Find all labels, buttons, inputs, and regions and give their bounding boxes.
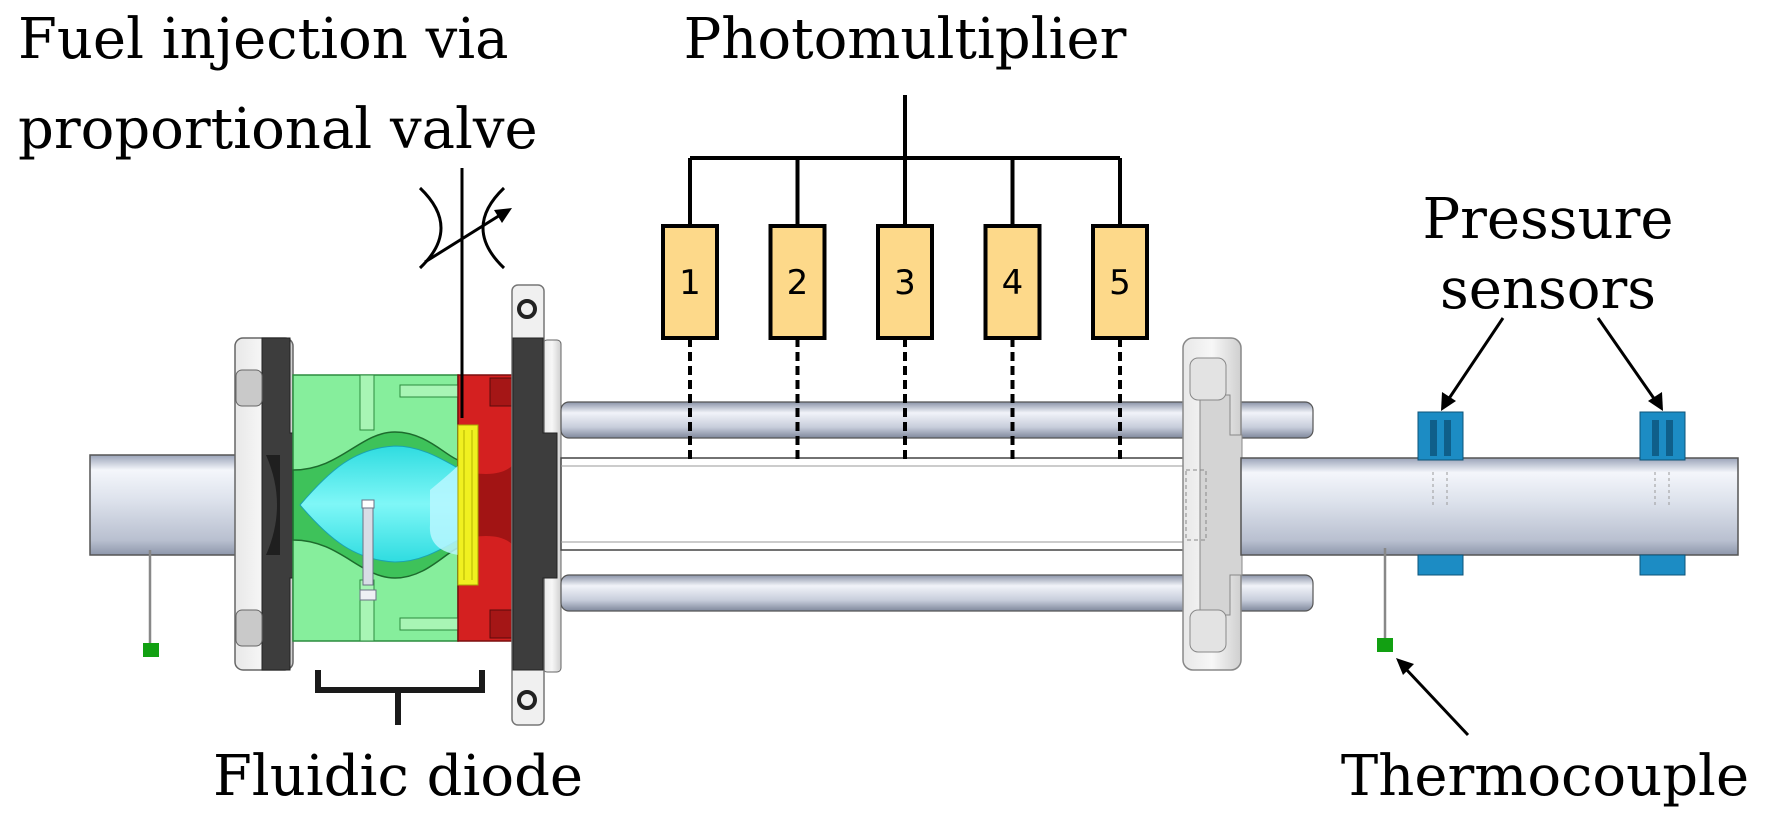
injector-flange (429, 374, 514, 642)
photomultiplier-box (1091, 224, 1149, 340)
diode-outlet-flange (511, 284, 562, 726)
photomultiplier-number: 3 (894, 263, 916, 303)
combustion-chamber (560, 457, 1187, 551)
proportional-valve-symbol (418, 168, 512, 418)
pressure-sensors-label-line2: sensors (1440, 257, 1656, 322)
pressure-sensor-2 (1639, 411, 1686, 576)
photomultiplier-array: 1 2 3 4 5 (661, 158, 1149, 463)
fluidic-diode-body (292, 374, 459, 642)
pressure-sensor-arrow-1 (1441, 317, 1505, 411)
tie-rods (560, 401, 1314, 612)
photomultiplier-number: 5 (1109, 263, 1131, 303)
photomultiplier-wiring (690, 95, 1120, 160)
photomultiplier-box (768, 224, 827, 340)
photomultiplier-number: 1 (679, 263, 701, 303)
photomultiplier-2: 2 (768, 158, 827, 463)
photomultiplier-3: 3 (876, 158, 934, 463)
thermocouple-label: Thermocouple (1341, 744, 1749, 809)
photomultiplier-1: 1 (661, 158, 719, 463)
thermocouple-arrow (1396, 658, 1470, 737)
thermocouple-left (143, 550, 159, 657)
photomultiplier-4: 4 (983, 158, 1042, 463)
photomultiplier-box (983, 224, 1042, 340)
inlet-flange (234, 337, 303, 671)
exhaust-pipe (1240, 457, 1739, 556)
pressure-sensor-arrow-2 (1596, 317, 1663, 411)
photomultiplier-label: Photomultiplier (684, 7, 1127, 72)
photomultiplier-number: 4 (1002, 263, 1024, 303)
fuel-injection-label-line2: proportional valve (18, 97, 538, 162)
photomultiplier-5: 5 (1091, 158, 1149, 463)
outlet-flange (1182, 337, 1243, 671)
fluidic-diode-label: Fluidic diode (213, 744, 583, 809)
photomultiplier-number: 2 (787, 263, 809, 303)
pressure-sensors-label-line1: Pressure (1422, 187, 1673, 252)
thermocouple-right (1377, 548, 1393, 652)
pressure-sensor-1 (1417, 411, 1464, 576)
fluidic-diode-bracket (315, 670, 485, 725)
fuel-injection-label-line1: Fuel injection via (18, 7, 509, 72)
